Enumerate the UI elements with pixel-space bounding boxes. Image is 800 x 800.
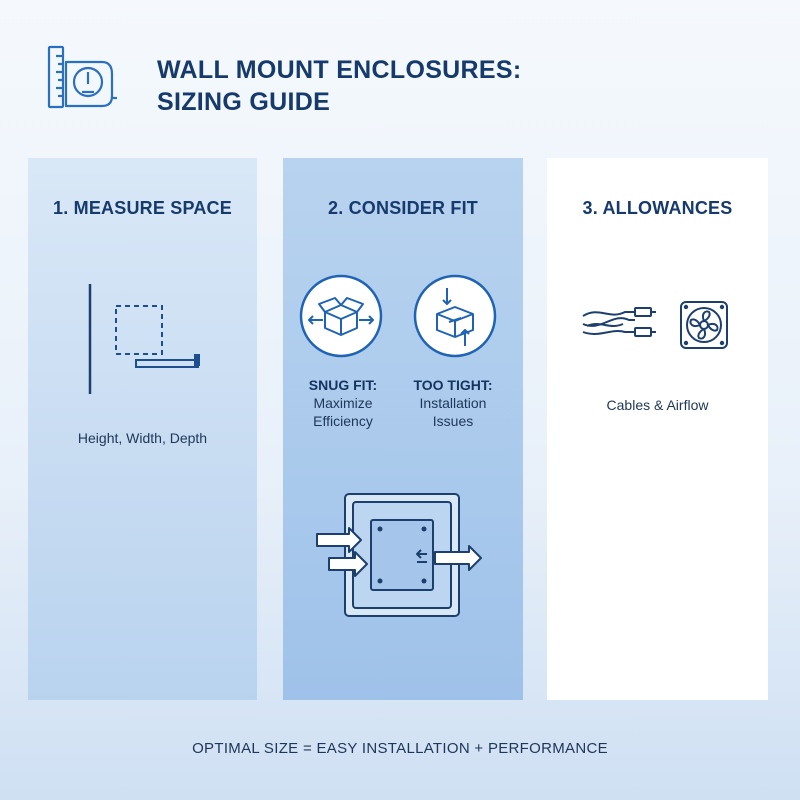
too-tight-line-2: Issues (432, 413, 474, 429)
tight-box-icon (413, 274, 497, 358)
measure-dimensions-icon (88, 284, 200, 394)
snug-fit-line-2: Efficiency (313, 413, 373, 429)
measure-space-panel: 1. MEASURE SPACE Height, Width, Depth (28, 158, 257, 700)
measure-space-caption: Height, Width, Depth (77, 430, 208, 446)
fan-icon (680, 301, 728, 349)
measure-space-heading: 1. MEASURE SPACE (53, 198, 232, 218)
page-title: WALL MOUNT ENCLOSURES: SIZING GUIDE (157, 54, 521, 118)
footer-tagline: OPTIMAL SIZE = EASY INSTALLATION + PERFO… (192, 740, 608, 757)
too-tight-label: TOO TIGHT: Installation Issues (398, 376, 508, 430)
consider-fit-heading: 2. CONSIDER FIT (327, 198, 478, 218)
snug-fit-label: SNUG FIT: Maximize Efficiency (288, 376, 398, 430)
cables-icon (582, 307, 656, 337)
too-tight-line-1: Installation (419, 395, 487, 411)
snug-fit-title: SNUG FIT: (308, 377, 378, 393)
consider-fit-panel: 2. CONSIDER FIT SNUG FIT: Maximize Effic… (283, 158, 523, 700)
snug-box-icon (299, 274, 383, 358)
enclosure-airflow-icon (316, 493, 482, 617)
tape-measure-icon (47, 45, 117, 109)
too-tight-title: TOO TIGHT: (413, 377, 493, 393)
allowances-caption: Cables & Airflow (606, 397, 709, 413)
title-line-1: WALL MOUNT ENCLOSURES: (157, 56, 522, 84)
title-line-2: SIZING GUIDE (157, 88, 331, 116)
snug-fit-line-1: Maximize (313, 395, 373, 411)
allowances-panel: 3. ALLOWANCES Cables & Airflow (547, 158, 768, 700)
allowances-heading: 3. ALLOWANCES (582, 198, 733, 218)
